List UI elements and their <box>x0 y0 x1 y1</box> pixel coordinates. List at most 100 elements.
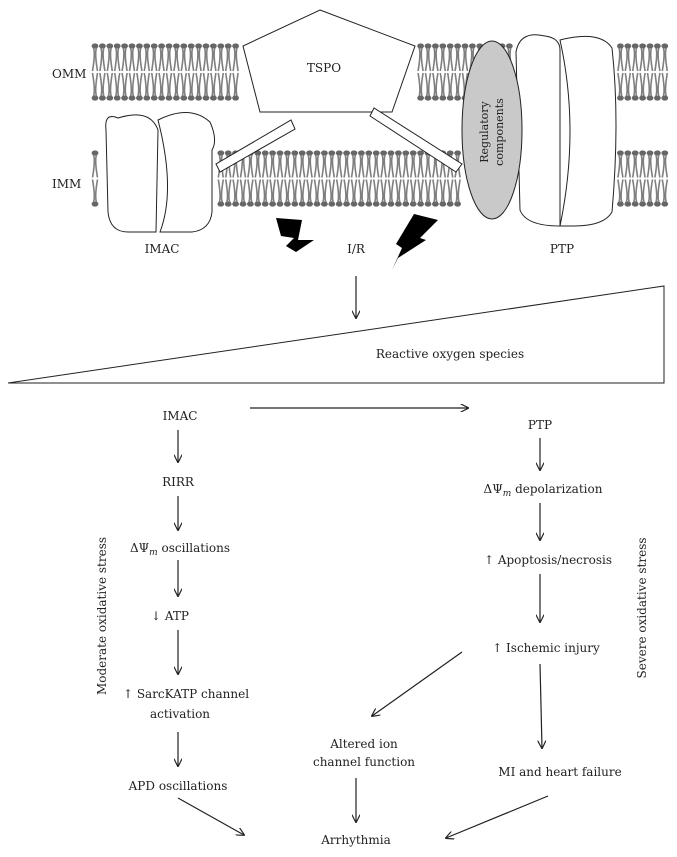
lipid-tail <box>247 179 254 203</box>
lipid-tail <box>350 179 358 203</box>
lipid-tail <box>402 154 410 178</box>
lipid-tail <box>180 47 188 72</box>
lipid-head <box>624 201 632 207</box>
lipid-head <box>439 43 447 49</box>
lipid-tail <box>639 72 646 97</box>
lipid-head <box>417 150 424 156</box>
lipid-head <box>202 43 210 49</box>
severe-stress-label: Severe oxidative stress <box>635 537 649 678</box>
lipid-head <box>91 43 99 49</box>
omm-label: OMM <box>52 67 86 81</box>
lipid-head <box>646 150 654 156</box>
lipid-tail <box>121 47 128 72</box>
lipid-tail <box>298 179 306 203</box>
lipid-tail <box>624 179 632 203</box>
lightning-bolt-right-icon <box>392 214 438 270</box>
lipid-head <box>631 150 639 156</box>
lipid-tail <box>358 179 365 203</box>
lipid-tail <box>624 154 632 178</box>
lipid-tail <box>417 72 424 97</box>
lipid-head <box>91 201 99 207</box>
lipid-head <box>269 150 276 156</box>
lipid-tail <box>284 179 291 203</box>
lipid-tail <box>661 179 669 203</box>
right-ptp-node: PTP <box>528 418 552 432</box>
lipid-head <box>372 150 380 156</box>
lipid-tail <box>128 72 136 97</box>
lipid-tail <box>617 154 624 178</box>
imm-label: IMM <box>52 177 81 191</box>
lipid-tail <box>224 72 232 97</box>
ptp-channel <box>515 34 617 227</box>
left-imac-node: IMAC <box>163 409 198 423</box>
lipid-head <box>654 43 661 49</box>
lipid-tail <box>646 72 654 97</box>
lipid-tail <box>639 179 646 203</box>
ptp-label: PTP <box>550 242 574 256</box>
lipid-tail <box>99 72 106 97</box>
lipid-tail <box>106 72 114 97</box>
lipid-head <box>224 150 232 156</box>
lipid-tail <box>313 179 321 203</box>
lipid-head <box>395 150 402 156</box>
lipid-tail <box>128 47 136 72</box>
lipid-tail <box>254 179 262 203</box>
lipid-tail <box>343 154 350 178</box>
lipid-tail <box>165 47 173 72</box>
lipid-tail <box>321 179 328 203</box>
lipid-head <box>321 201 328 207</box>
ischemic-injury-node: ↑ Ischemic injury <box>492 641 600 655</box>
lipid-tail <box>372 154 380 178</box>
lipid-head <box>350 201 358 207</box>
lipid-head <box>158 43 166 49</box>
lipid-tail <box>631 179 639 203</box>
outer-mitochondrial-membrane <box>91 43 669 101</box>
lipid-head <box>187 95 195 101</box>
lipid-tail <box>113 47 121 72</box>
lipid-tail <box>424 72 432 97</box>
lipid-tail <box>617 179 624 203</box>
lipid-tail <box>276 154 284 178</box>
ischemic-to-mi-arrow <box>540 663 542 748</box>
lipid-head <box>365 201 373 207</box>
lipid-head <box>661 95 669 101</box>
lipid-tail <box>365 179 373 203</box>
lipid-head <box>424 43 432 49</box>
regulatory-components <box>461 40 523 220</box>
lipid-tail <box>343 179 350 203</box>
lipid-head <box>402 201 410 207</box>
psi-depolarization-node: ΔΨm depolarization <box>484 482 603 499</box>
lipid-head <box>298 201 306 207</box>
lipid-tail <box>617 72 624 97</box>
lipid-head <box>358 201 365 207</box>
lipid-head <box>417 95 424 101</box>
lipid-tail <box>269 179 276 203</box>
lipid-head <box>232 43 240 49</box>
lipid-head <box>261 150 269 156</box>
tspo-link-right <box>369 107 463 173</box>
mi-heart-failure-node: MI and heart failure <box>498 765 621 779</box>
altered-ion-node-line2: channel function <box>313 755 415 769</box>
lipid-head <box>284 201 291 207</box>
lipid-head <box>217 95 225 101</box>
lipid-tail <box>409 154 417 178</box>
lipid-tail <box>631 47 639 72</box>
lightning-bolt-left-icon <box>276 218 326 270</box>
lipid-tail <box>432 179 439 203</box>
lipid-head <box>417 43 424 49</box>
lipid-tail <box>91 72 99 97</box>
tspo-protein <box>242 9 416 113</box>
lipid-head <box>617 201 624 207</box>
lipid-tail <box>306 179 313 203</box>
ros-gradient-triangle <box>7 285 665 384</box>
lipid-head <box>224 201 232 207</box>
lipid-tail <box>372 179 380 203</box>
lipid-head <box>291 201 299 207</box>
lipid-tail <box>446 47 454 72</box>
lipid-head <box>639 95 646 101</box>
lipid-tail <box>417 47 424 72</box>
lipid-tail <box>239 179 247 203</box>
ros-label: Reactive oxygen species <box>376 347 524 361</box>
ischemic-to-altered-arrow <box>372 651 463 716</box>
lipid-head <box>158 95 166 101</box>
